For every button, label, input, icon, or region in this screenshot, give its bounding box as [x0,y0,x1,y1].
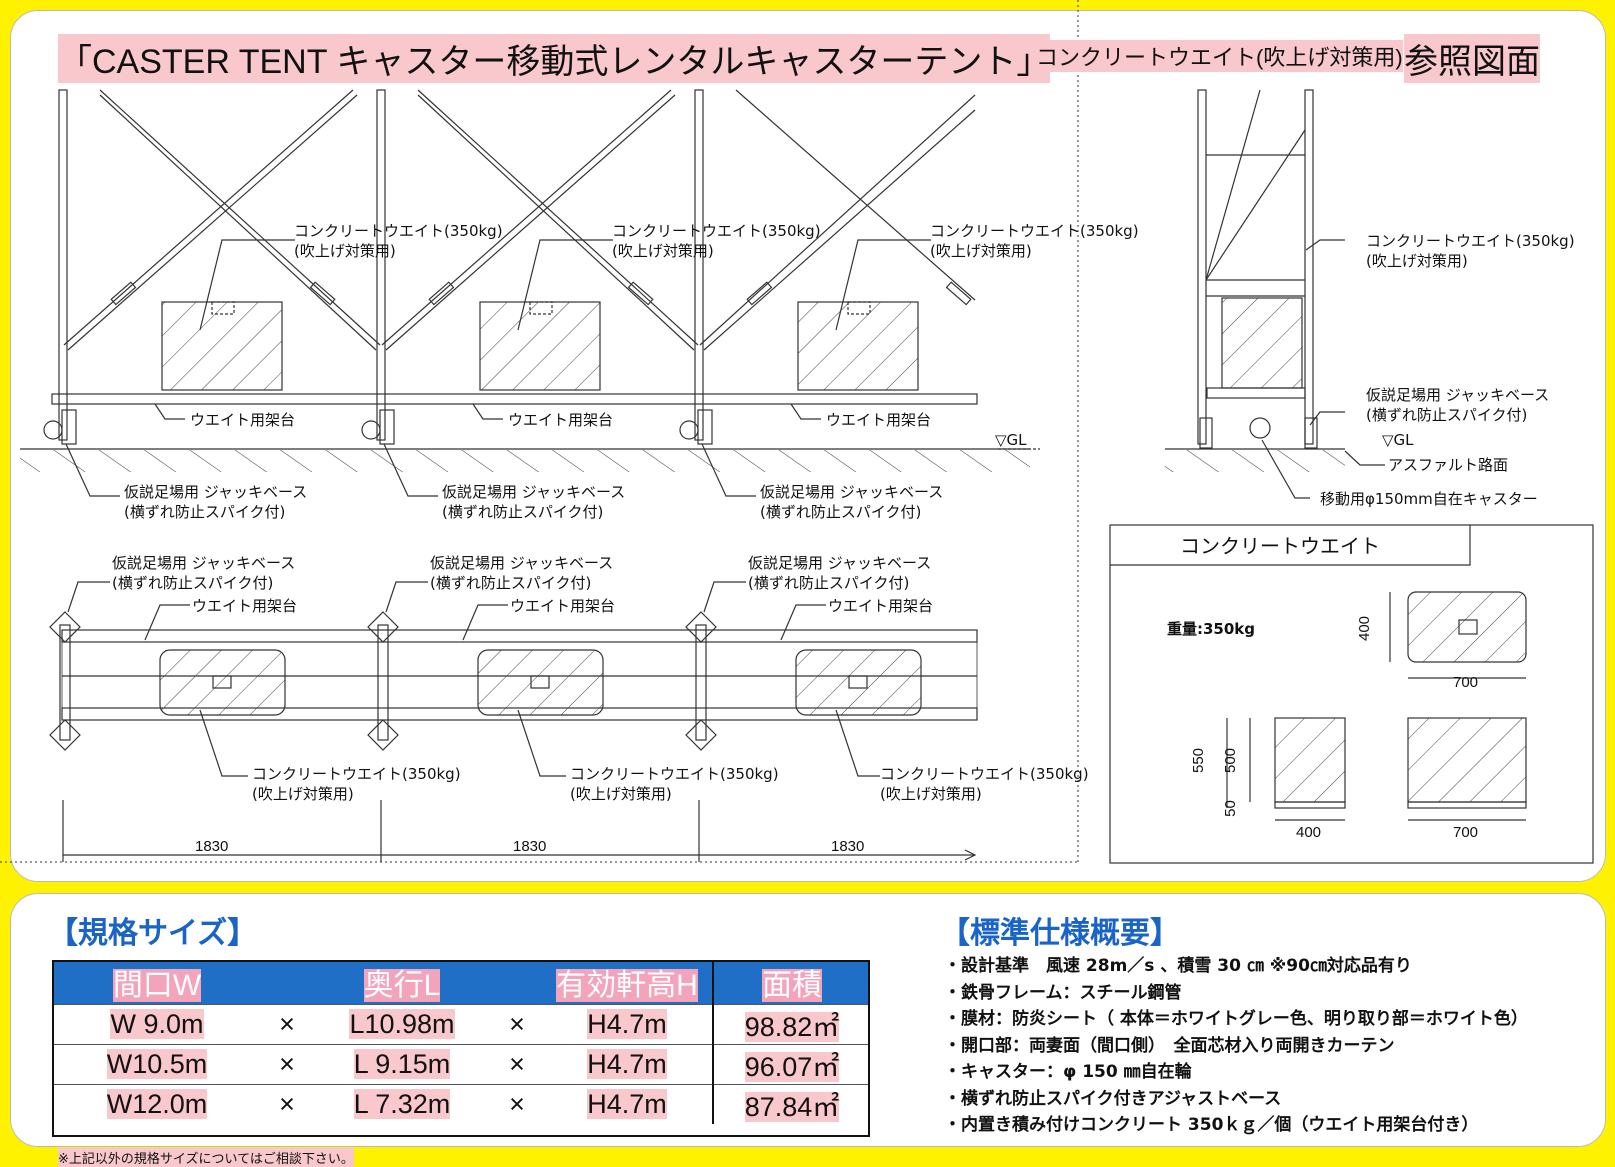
list-item: ・鉄骨フレーム：スチール鋼管 [944,982,1182,1003]
dim-top-width: 700 [1453,674,1479,691]
spec-list: ・設計基準 風速 28m／s 、積雪 30 ㎝ ※90㎝対応品有り ・鉄骨フレー… [944,953,1528,1139]
table-row: W10.5m × L 9.15m × H4.7m 96.07㎡ [52,1044,870,1085]
side-weight-label: コンクリートウエイト(350kg)(吹上げ対策用) [1366,232,1575,270]
header-area: 面積 [712,960,870,1005]
header-width: 間口W [52,960,262,1005]
dim-base-height: 50 [1221,800,1239,817]
dimension-2: 1830 [513,838,547,855]
size-note: ※上記以外の規格サイズについてはご相談下さい。 [58,1148,354,1167]
caster-label: 移動用φ150mm自在キャスター [1320,490,1538,508]
list-item: ・内置き積み付けコンクリート 350ｋｇ／個（ウエイト用架台付き） [944,1115,1479,1135]
plan-weight-label-1: コンクリートウエイト(350kg)(吹上げ対策用) [252,765,461,803]
stand-label-3: ウエイト用架台 [826,411,932,429]
header-eave-height: 有効軒高H [542,960,713,1005]
spec-heading: 【標準仕様概要】 [940,916,1180,951]
plan-stand-label-2: ウエイト用架台 [510,597,616,615]
table-row: W12.0m × L 7.32m × H4.7m 87.84㎡ [52,1084,870,1124]
dimension-3: 1830 [831,838,865,855]
weight-label-2: コンクリートウエイト(350kg)(吹上げ対策用) [612,222,821,260]
plan-jack-label-1: 仮説足場用 ジャッキベース(横ずれ防止スパイク付) [112,554,296,592]
road-label: アスファルト路面 [1388,456,1509,474]
table-row: W 9.0m × L10.98m × H4.7m 98.82㎡ [52,1004,870,1045]
list-item: ・開口部：両妻面（間口側） 全面芯材入り両開きカーテン [944,1035,1395,1056]
plan-weight-label-2: コンクリートウエイト(350kg)(吹上げ対策用) [570,765,779,803]
jack-label-3: 仮説足場用 ジャッキベース(横ずれ防止スパイク付) [760,483,944,521]
list-item: ・設計基準 風速 28m／s 、積雪 30 ㎝ ※90㎝対応品有り [944,956,1412,976]
dim-front-width: 700 [1453,824,1479,841]
weight-label-1: コンクリートウエイト(350kg)(吹上げ対策用) [294,222,503,260]
weight-detail-title: コンクリートウエイト [1180,534,1380,558]
plan-stand-label-1: ウエイト用架台 [192,597,298,615]
size-table: 間口W 奥行L 有効軒高H 面積 W 9.0m × L10.98m × H4.7… [52,960,870,1124]
dim-block-height: 500 [1222,747,1240,774]
plan-jack-label-3: 仮説足場用 ジャッキベース(横ずれ防止スパイク付) [748,554,932,592]
weight-text: 重量:350kg [1167,620,1256,638]
stand-label-2: ウエイト用架台 [508,411,614,429]
size-table-header: 間口W 奥行L 有効軒高H 面積 [52,960,870,1005]
side-jack-label: 仮説足場用 ジャッキベース(横ずれ防止スパイク付) [1366,386,1550,424]
stand-label-1: ウエイト用架台 [190,411,296,429]
plan-stand-label-3: ウエイト用架台 [828,597,934,615]
jack-label-1: 仮説足場用 ジャッキベース(横ずれ防止スパイク付) [124,483,308,521]
list-item: ・膜材：防炎シート（ 本体＝ホワイトグレー色、明り取り部＝ホワイト色） [944,1009,1528,1029]
plan-jack-label-2: 仮説足場用 ジャッキベース(横ずれ防止スパイク付) [430,554,614,592]
dim-total-height: 550 [1190,747,1208,774]
page-title: 「CASTER TENT キャスター移動式レンタルキャスターテント」 [58,34,1051,83]
page-subtitle-reference: 参照図面 [1404,34,1540,83]
gl-label: ▽GL [995,431,1027,449]
dimension-1: 1830 [195,838,229,855]
jack-label-2: 仮説足場用 ジャッキベース(横ずれ防止スパイク付) [442,483,626,521]
list-item: ・横ずれ防止スパイク付きアジャストベース [944,1088,1282,1109]
size-heading: 【規格サイズ】 [48,916,258,951]
side-gl-label: ▽GL [1382,431,1414,449]
list-item: ・キャスター：φ 150 ㎜自在輪 [944,1062,1192,1082]
header-depth: 奥行L [312,960,492,1005]
dim-side-width: 400 [1296,824,1322,841]
plan-weight-label-3: コンクリートウエイト(350kg)(吹上げ対策用) [880,765,1089,803]
weight-label-3: コンクリートウエイト(350kg)(吹上げ対策用) [930,222,1139,260]
page-subtitle: コンクリートウエイト(吹上げ対策用) [1036,40,1403,72]
dim-top-depth: 400 [1356,615,1374,642]
